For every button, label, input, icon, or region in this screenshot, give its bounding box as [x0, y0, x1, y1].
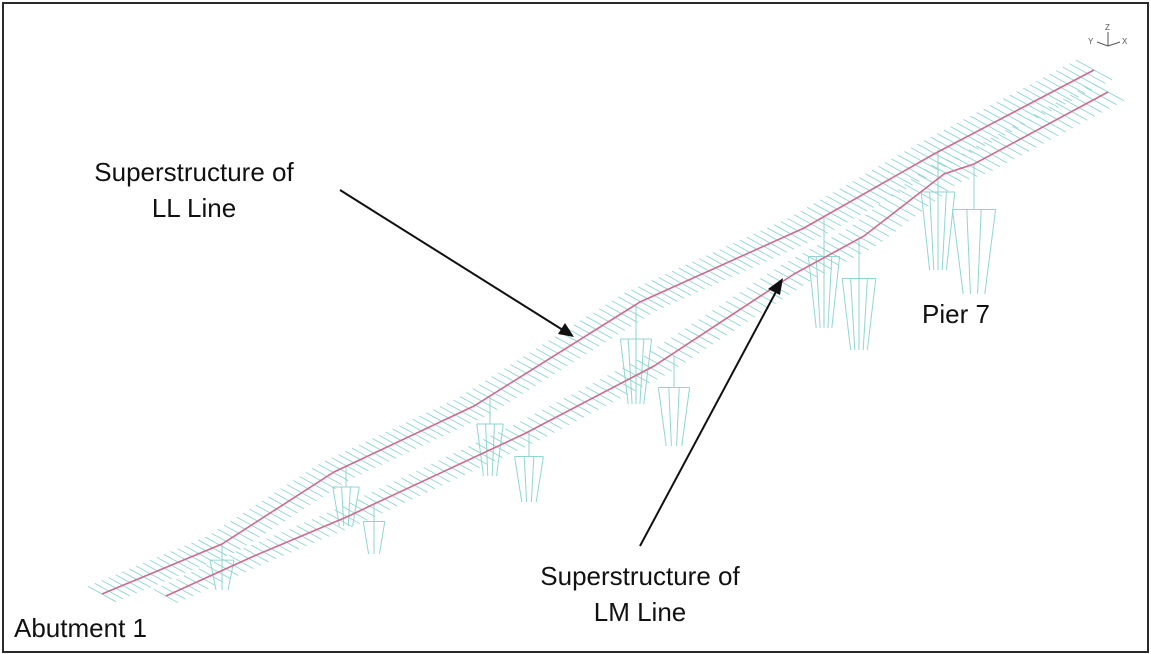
- superstructure-lm-label: Superstructure of LM Line: [512, 558, 768, 630]
- pier-leg: [619, 338, 629, 405]
- pier-leg: [827, 256, 833, 329]
- pier-leg: [866, 278, 877, 351]
- pier-leg: [535, 456, 544, 503]
- pier-leg: [984, 209, 997, 295]
- pier-leg: [352, 486, 360, 527]
- pier-7-label: Pier 7: [922, 299, 990, 329]
- pier-leg: [378, 521, 386, 555]
- pier-leg: [676, 387, 680, 447]
- pier-leg: [227, 560, 235, 591]
- pier-leg: [332, 486, 340, 527]
- pier-leg: [657, 387, 667, 447]
- callout-arrow-lm: [639, 278, 783, 547]
- pier-leg: [485, 423, 489, 477]
- ll-line-centerline: [101, 69, 1095, 595]
- axis-triad-icon: Y Z X: [1088, 23, 1128, 47]
- pier-leg: [850, 278, 856, 351]
- pier-leg: [496, 423, 504, 477]
- pier-leg: [514, 456, 523, 503]
- pier-leg: [668, 387, 672, 447]
- pier-leg: [945, 191, 956, 271]
- pier-leg: [530, 456, 535, 503]
- pier-leg: [347, 486, 351, 527]
- axis-y-label: Y: [1088, 37, 1094, 46]
- pier-leg: [643, 338, 653, 405]
- axis-x-label: X: [1122, 37, 1128, 46]
- pier-leg: [491, 423, 495, 477]
- pier-leg: [362, 521, 370, 555]
- pier-leg: [831, 256, 841, 329]
- superstructure-lm-line1: Superstructure of: [540, 561, 740, 591]
- lm-line-centerline: [165, 91, 1109, 597]
- superstructure-ll-line2: LL Line: [151, 193, 237, 223]
- pier-leg: [929, 191, 935, 271]
- superstructure-ll-label: Superstructure of LL Line: [66, 154, 322, 226]
- pier-leg: [476, 423, 484, 477]
- pier-leg: [977, 209, 982, 295]
- pier-leg: [951, 209, 964, 295]
- pier-leg: [681, 387, 691, 447]
- pier-leg: [920, 191, 931, 271]
- abutment-1-label: Abutment 1: [14, 613, 147, 643]
- pier-columns: [209, 150, 997, 591]
- callout-arrow-ll: [339, 189, 574, 337]
- pier-leg: [862, 278, 868, 351]
- pier-leg: [627, 338, 633, 405]
- pier-leg: [966, 209, 971, 295]
- pier-leg: [523, 456, 528, 503]
- pier-leg: [341, 486, 345, 527]
- pier-leg: [941, 191, 947, 271]
- bridge-model-view: Y Z X: [87, 23, 1128, 603]
- pier-leg: [807, 256, 817, 329]
- pier-leg: [841, 278, 852, 351]
- superstructure-ll-line1: Superstructure of: [94, 157, 294, 187]
- superstructure-lm-line2: LM Line: [593, 597, 687, 627]
- axis-z-label: Z: [1105, 23, 1110, 32]
- pier-leg: [815, 256, 821, 329]
